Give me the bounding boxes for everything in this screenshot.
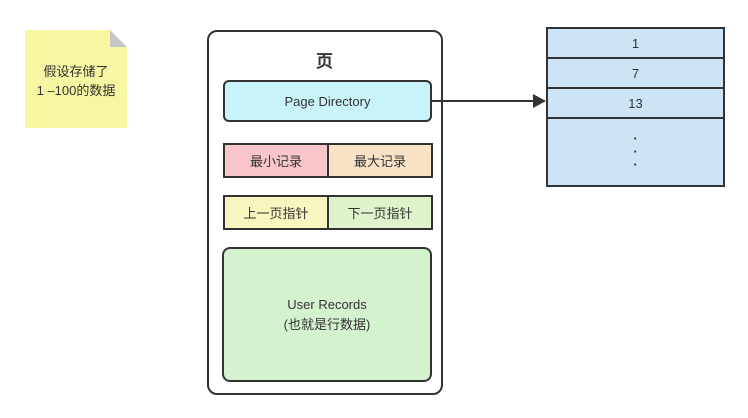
user-records-line-1: User Records: [287, 296, 367, 312]
prev-page-pointer-cell: 上一页指针: [225, 197, 327, 228]
max-record-cell: 最大记录: [327, 145, 431, 176]
directory-table: 1 7 13 · · ·: [546, 27, 725, 187]
table-row-7: 7: [548, 59, 723, 89]
sticky-note: 假设存储了 1 –100的数据: [25, 30, 127, 128]
arrow-line: [430, 100, 536, 102]
note-fold-icon: [110, 30, 127, 47]
min-record-cell: 最小记录: [225, 145, 327, 176]
ellipsis-dot: ·: [633, 131, 638, 146]
page-title: 页: [316, 52, 334, 71]
next-page-pointer-cell: 下一页指针: [327, 197, 431, 228]
table-row-13: 13: [548, 89, 723, 119]
page-structure-box: 页 Page Directory 最小记录 最大记录 上一页指针 下一页指针 U…: [207, 30, 443, 395]
page-directory-box: Page Directory: [223, 80, 432, 122]
note-line-2: 1 –100的数据: [36, 83, 116, 98]
table-row-1: 1: [548, 29, 723, 59]
record-row: 最小记录 最大记录: [223, 143, 433, 178]
ellipsis-dot: ·: [633, 157, 638, 172]
note-text: 假设存储了 1 –100的数据: [37, 62, 116, 100]
table-row-ellipsis: · · ·: [548, 119, 723, 185]
note-line-1: 假设存储了: [43, 64, 109, 79]
user-records-box: User Records (也就是行数据): [222, 247, 432, 382]
arrow-head-icon: [533, 94, 546, 108]
user-records-line-2: (也就是行数据): [283, 316, 371, 332]
pointer-row: 上一页指针 下一页指针: [223, 195, 433, 230]
ellipsis-dot: ·: [633, 144, 638, 159]
